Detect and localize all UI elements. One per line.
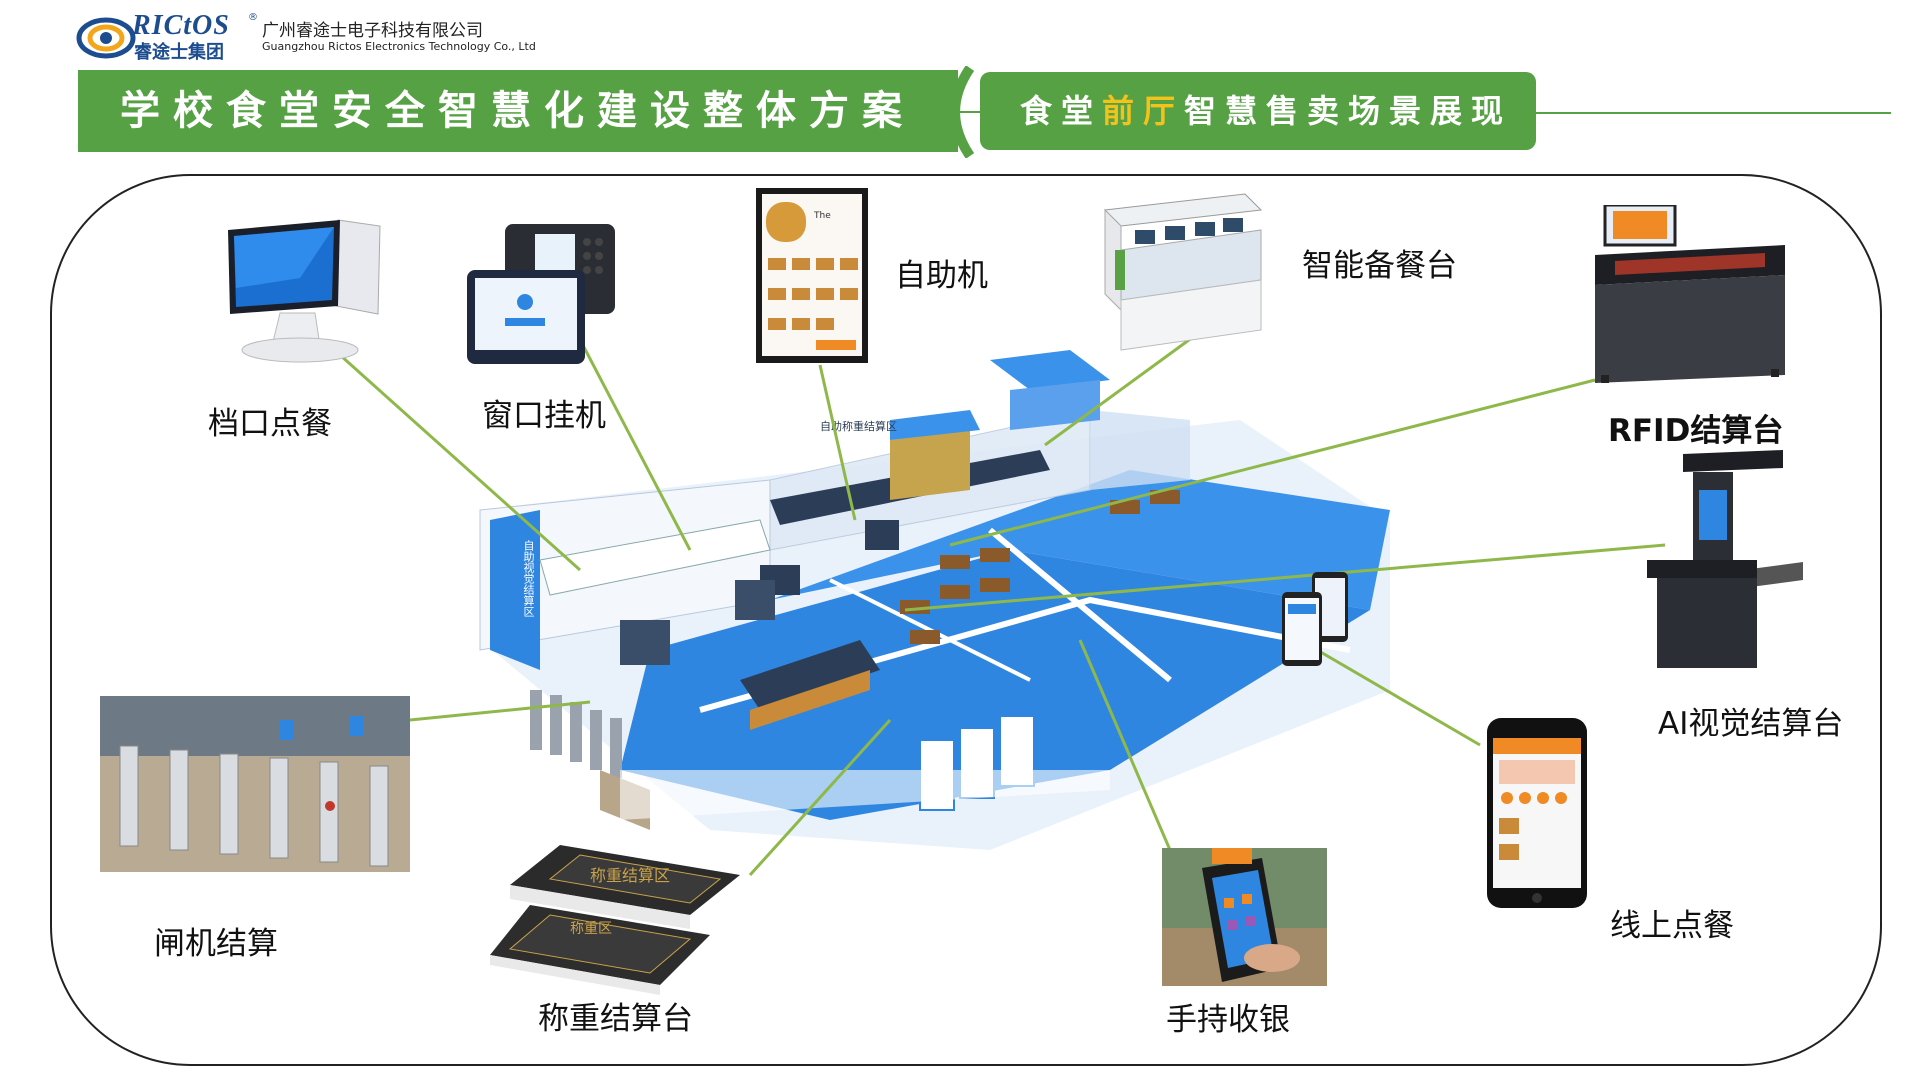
company-logo-icon: [76, 12, 136, 60]
zone-sign-top: 自助称重结算区: [820, 420, 897, 433]
subtitle-banner: [980, 72, 1536, 150]
rfid-checkout-station: [1595, 203, 1785, 385]
ai-vision-checkout-station: [1643, 450, 1803, 670]
content-frame: [50, 174, 1882, 1066]
self-service-kiosk: The: [756, 188, 868, 363]
page-subtitle: 食堂前厅智慧售卖场景展现: [1020, 72, 1512, 150]
label-self-service-kiosk: 自助机: [895, 258, 988, 294]
handheld-pos: [1162, 848, 1327, 986]
counter-ordering-pos: [220, 218, 388, 368]
registered-mark: ®: [248, 12, 258, 23]
label-rfid-checkout: RFID结算台: [1608, 413, 1784, 449]
gate-checkout-photo: [100, 696, 410, 872]
brand-name-en: RICtOS: [132, 10, 230, 41]
label-handheld-pos: 手持收银: [1166, 1002, 1290, 1038]
label-counter-ordering: 档口点餐: [208, 406, 332, 442]
scale-tag-text: 称重区: [570, 921, 612, 937]
svg-text:The: The: [813, 211, 831, 221]
label-ai-vision-checkout: AI视觉结算台: [1658, 706, 1844, 742]
banner-rule: [1536, 112, 1891, 114]
company-name-cn: 广州睿途士电子科技有限公司: [262, 21, 483, 41]
page-title: 学校食堂安全智慧化建设整体方案: [120, 88, 915, 134]
scene-phone-mockup: [1282, 572, 1348, 667]
scale-sign-text: 称重结算区: [590, 866, 671, 885]
zone-sign-left: 自助视觉结算区: [522, 540, 535, 617]
window-terminal: [465, 222, 625, 367]
label-smart-prep-station: 智能备餐台: [1302, 248, 1457, 284]
label-gate-checkout: 闸机结算: [154, 926, 278, 962]
subtitle-post: 智慧售卖场景展现: [1184, 92, 1513, 130]
label-weighing-checkout: 称重结算台: [538, 1001, 693, 1037]
weighing-checkout-station: [490, 845, 750, 995]
canteen-floor-plan: [479, 350, 1390, 850]
label-online-ordering: 线上点餐: [1610, 908, 1734, 944]
online-ordering-phone: [1487, 718, 1587, 908]
subtitle-pre: 食堂: [1020, 92, 1103, 130]
title-banner: [78, 70, 958, 152]
brand-name-cn: 睿途士集团: [134, 42, 224, 63]
subtitle-highlight: 前厅: [1102, 92, 1185, 130]
smart-prep-station: [1095, 190, 1265, 355]
label-window-terminal: 窗口挂机: [482, 398, 606, 434]
company-name-en: Guangzhou Rictos Electronics Technology …: [262, 40, 536, 53]
